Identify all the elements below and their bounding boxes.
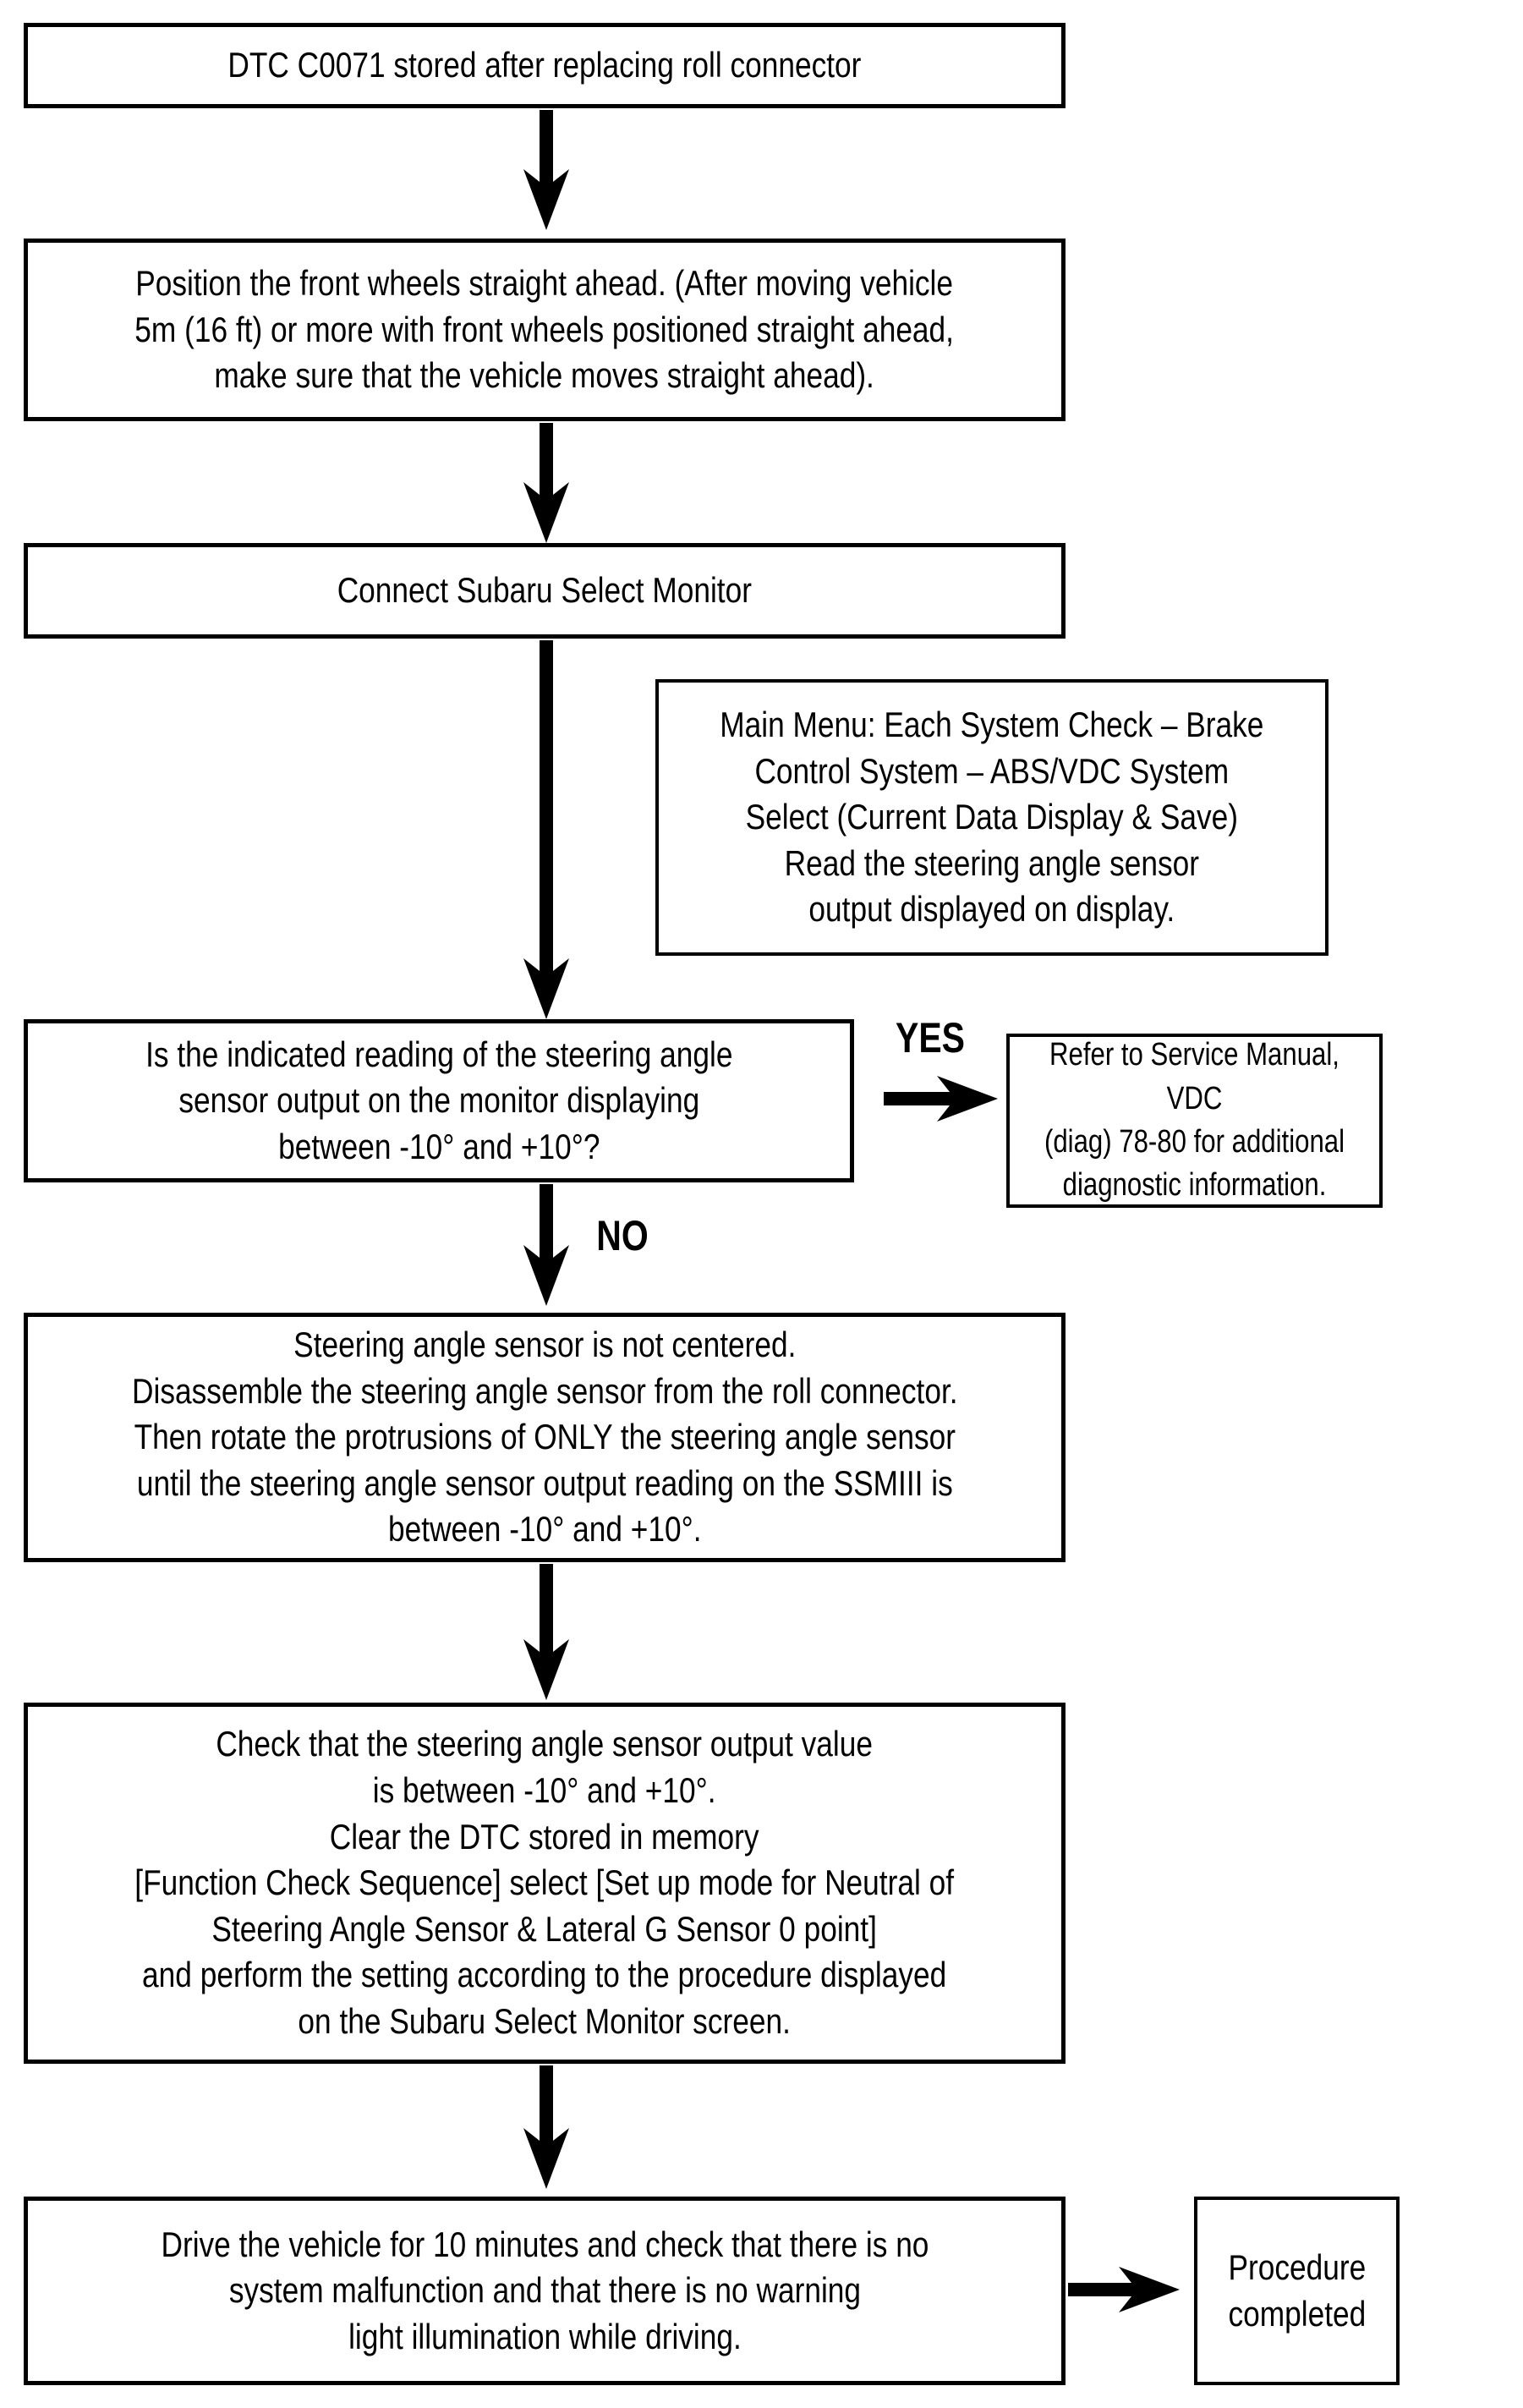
flow-box-decision-reading: Is the indicated reading of the steering… — [24, 1019, 854, 1182]
flow-box-check-output-text: Check that the steering angle sensor out… — [134, 1724, 955, 2041]
flow-box-connect-monitor: Connect Subaru Select Monitor — [24, 543, 1066, 639]
flow-box-procedure-completed: Procedure completed — [1194, 2197, 1400, 2385]
arrow-down-connect-to-decision-icon — [523, 640, 569, 1019]
flow-box-refer-manual-text: Refer to Service Manual, VDC (diag) 78-8… — [1044, 1037, 1345, 1204]
flow-box-position-wheels-text: Position the front wheels straight ahead… — [134, 263, 955, 396]
flow-box-sensor-not-centered-text: Steering angle sensor is not centered. D… — [131, 1325, 958, 1550]
arrow-down-position-to-connect-icon — [523, 423, 569, 543]
no-branch-label: NO — [596, 1212, 649, 1259]
flow-box-dtc-stored-text: DTC C0071 stored after replacing roll co… — [227, 45, 862, 85]
flow-box-dtc-stored: DTC C0071 stored after replacing roll co… — [24, 23, 1066, 108]
flow-box-refer-manual: Refer to Service Manual, VDC (diag) 78-8… — [1006, 1034, 1383, 1208]
arrow-down-start-to-position-icon — [523, 110, 569, 230]
flow-box-position-wheels: Position the front wheels straight ahead… — [24, 239, 1066, 421]
flow-box-sensor-not-centered: Steering angle sensor is not centered. D… — [24, 1313, 1066, 1562]
arrow-down-check-to-drive-icon — [523, 2065, 569, 2189]
arrow-right-yes-icon — [884, 1076, 998, 1122]
flow-box-main-menu-note-text: Main Menu: Each System Check – Brake Con… — [720, 705, 1264, 930]
flow-box-procedure-completed-text: Procedure completed — [1228, 2246, 1366, 2334]
flow-box-main-menu-note: Main Menu: Each System Check – Brake Con… — [655, 679, 1329, 956]
arrow-down-centered-to-check-icon — [523, 1564, 569, 1700]
arrow-down-no-icon — [523, 1184, 569, 1306]
flow-box-drive-vehicle: Drive the vehicle for 10 minutes and che… — [24, 2197, 1066, 2385]
flow-box-drive-vehicle-text: Drive the vehicle for 10 minutes and che… — [161, 2224, 929, 2356]
flow-box-decision-reading-text: Is the indicated reading of the steering… — [145, 1034, 733, 1166]
yes-branch-label: YES — [895, 1014, 966, 1061]
flow-box-connect-monitor-text: Connect Subaru Select Monitor — [337, 570, 753, 611]
flow-box-check-output: Check that the steering angle sensor out… — [24, 1703, 1066, 2064]
arrow-right-drive-to-completed-icon — [1068, 2267, 1180, 2312]
